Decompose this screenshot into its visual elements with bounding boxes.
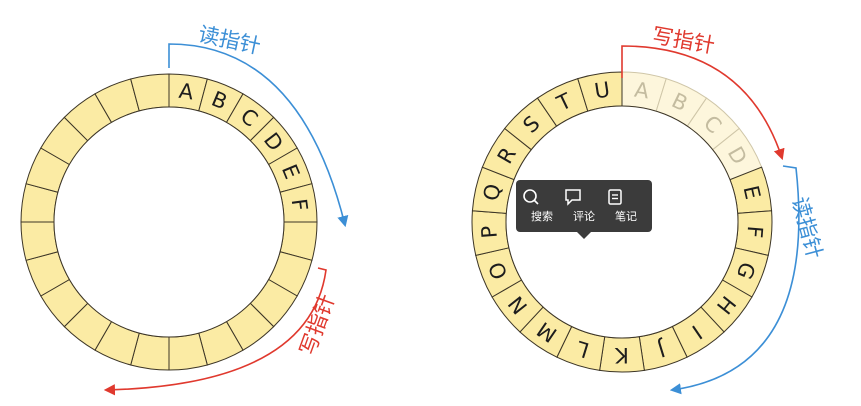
note-button[interactable]: 笔记	[606, 188, 646, 226]
search-label: 搜索	[531, 210, 553, 223]
left-read-pointer-arrow	[168, 43, 349, 228]
comment-icon	[565, 189, 581, 206]
right-read-pointer-label: 读指针	[787, 194, 826, 261]
note-label: 笔记	[615, 210, 637, 223]
note-icon	[608, 189, 622, 205]
left-write-pointer-label: 写指针	[295, 291, 339, 358]
comment-label: 评论	[573, 210, 595, 223]
right-ring-slot-letter: K	[614, 343, 629, 367]
selection-toolbar: 搜索 评论 笔记	[516, 180, 652, 239]
right-ring-slot-letter: U	[593, 77, 612, 103]
left-read-pointer-label: 读指针	[196, 22, 263, 59]
right-ring-slot-letter: E	[738, 183, 764, 201]
right-ring-slot-letter: A	[633, 78, 651, 104]
left-ring-inner-hole	[53, 106, 285, 338]
right-write-pointer-arrow	[621, 45, 785, 161]
search-icon	[523, 189, 539, 205]
right-ring-slot-letter: F	[742, 225, 767, 239]
right-ring-slot-letter: Q	[479, 182, 506, 203]
left-write-pointer-arrow	[103, 267, 327, 396]
right-write-pointer-label: 写指针	[650, 23, 716, 58]
right-read-pointer-arrow	[669, 165, 800, 395]
right-ring-slot-letter: P	[477, 225, 502, 239]
left-ring-slot-letter: F	[287, 197, 312, 212]
comment-button[interactable]: 评论	[564, 188, 604, 226]
left-ring-slot-letter: A	[177, 79, 195, 105]
search-button[interactable]: 搜索	[522, 188, 562, 226]
